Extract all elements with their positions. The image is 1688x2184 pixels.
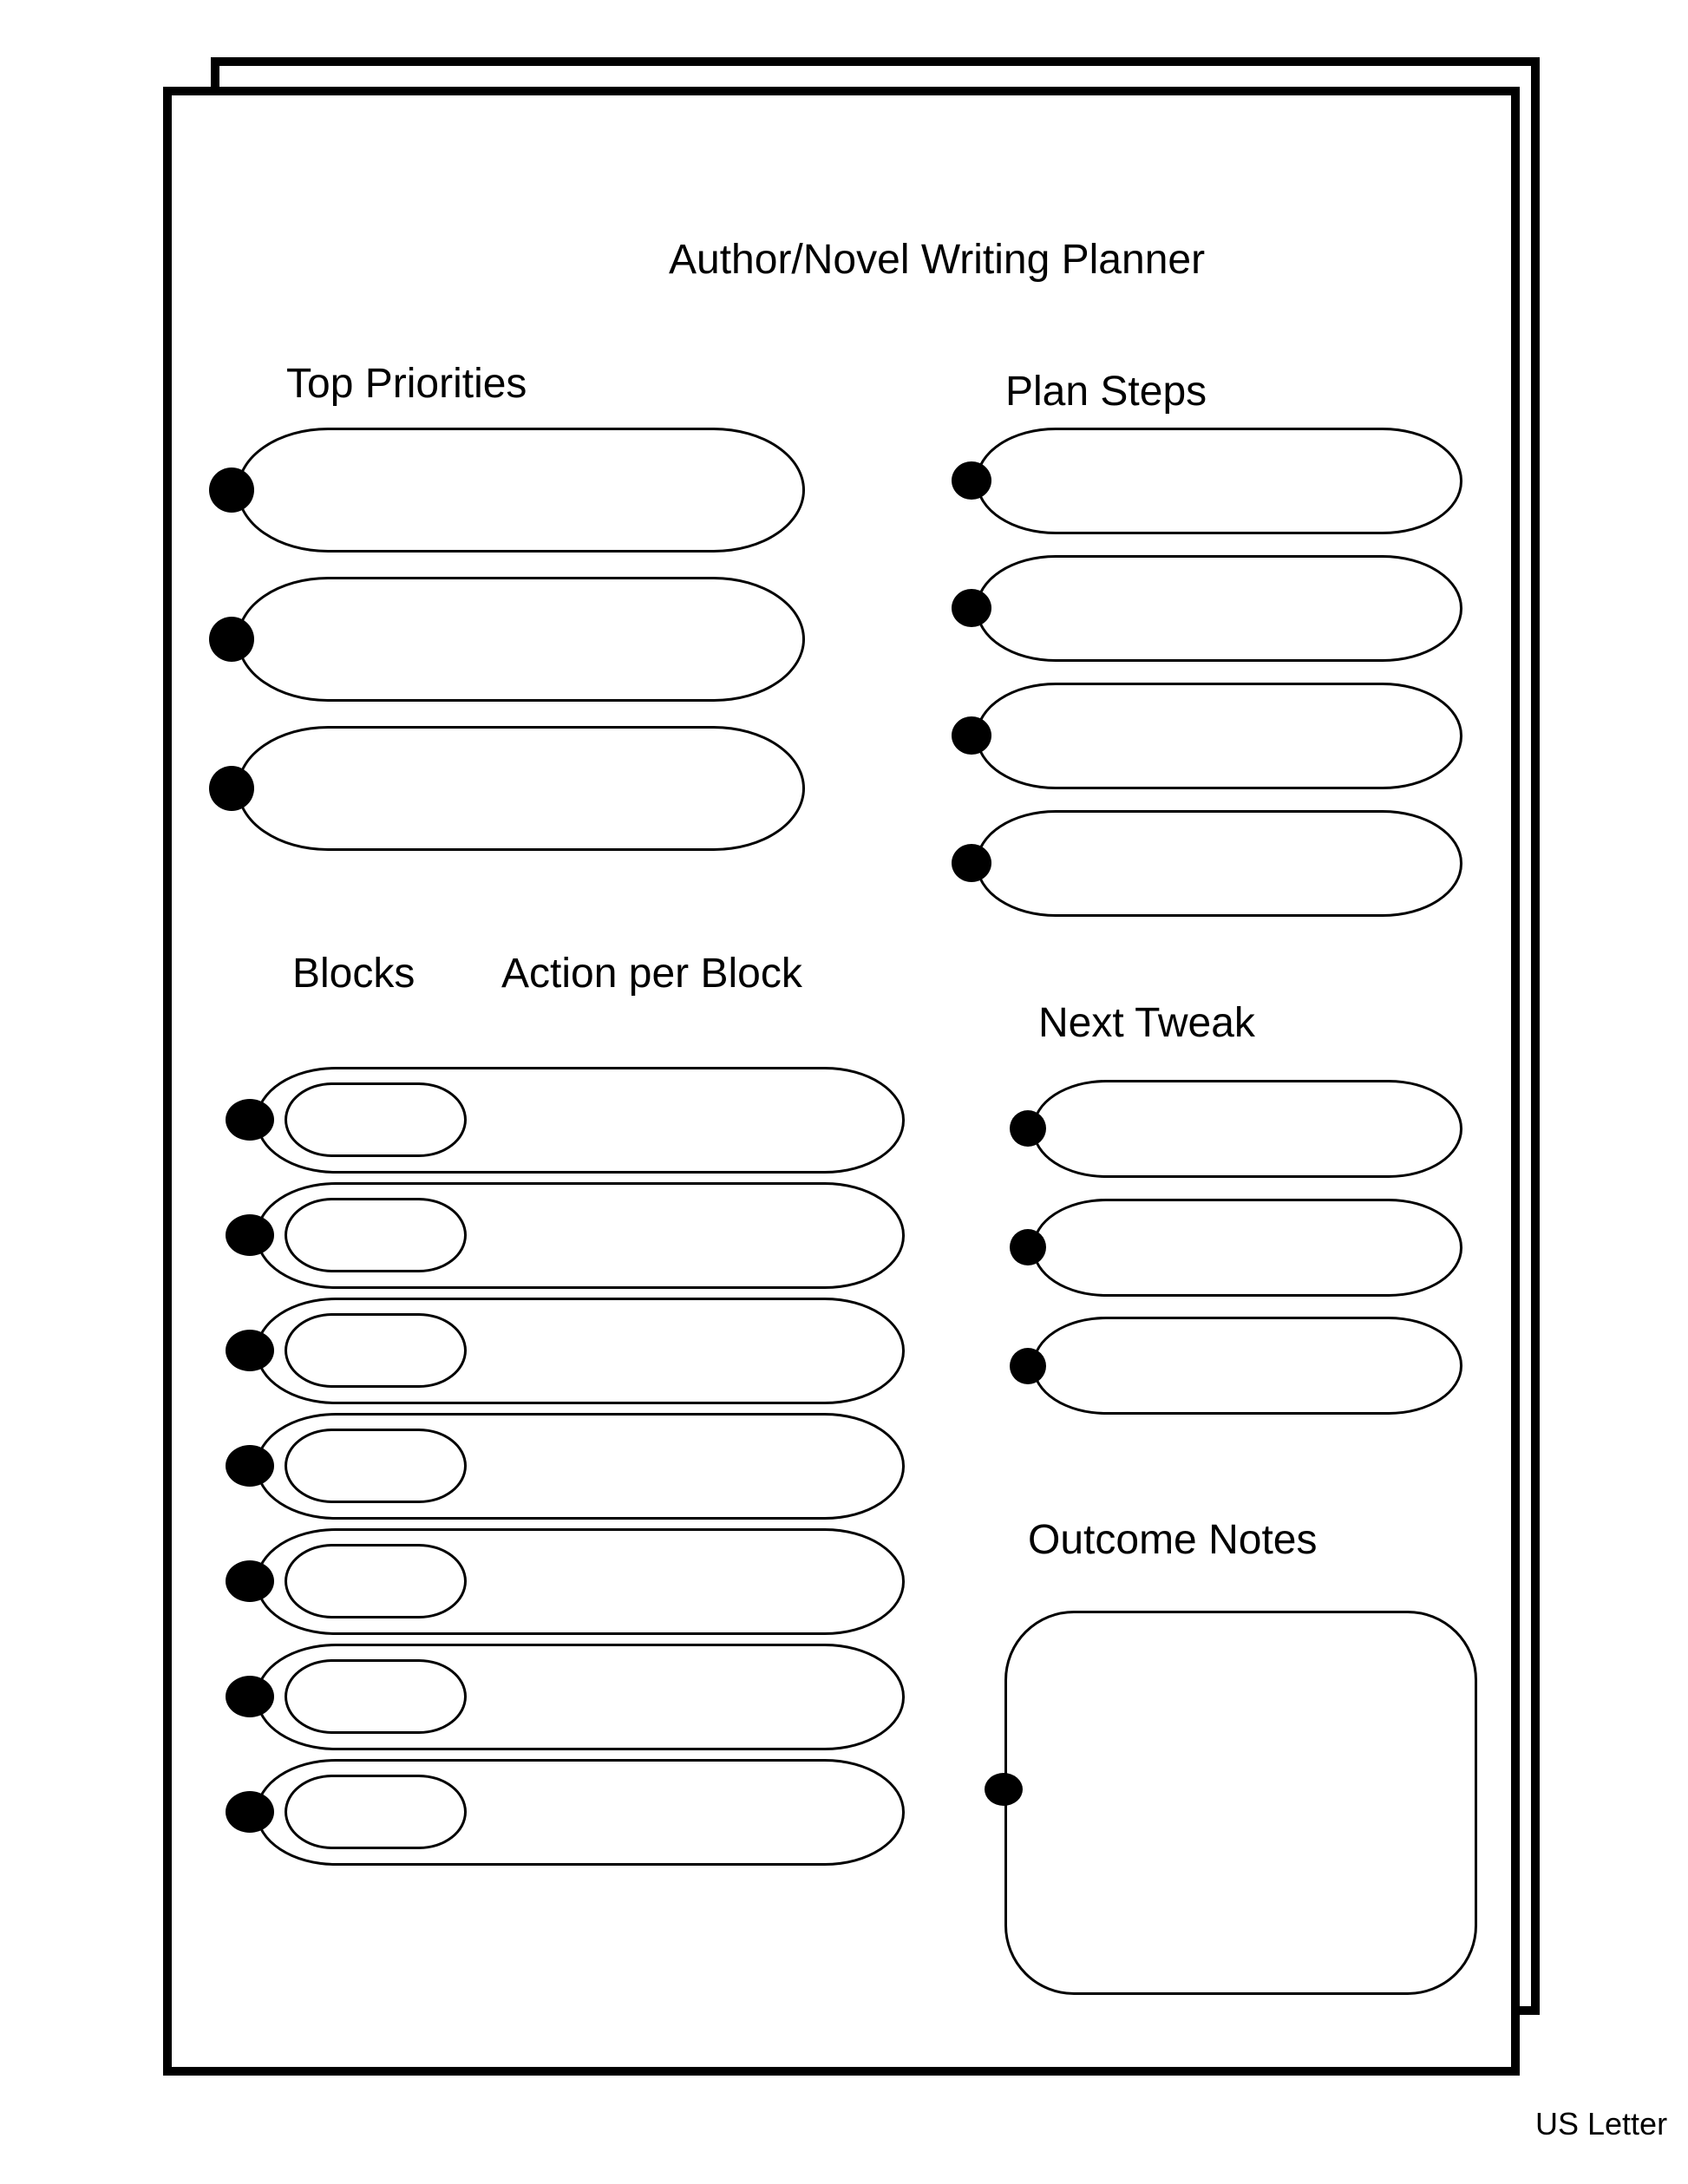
bullet-dot: [209, 766, 254, 811]
blocks-row-5: [256, 1528, 905, 1635]
plan-steps-field-3: [976, 683, 1462, 789]
blocks-row-3-block-field: [285, 1313, 467, 1388]
bullet-dot: [226, 1560, 274, 1602]
section-label-action-per-block: Action per Block: [501, 951, 802, 997]
bullet-dot: [952, 461, 991, 500]
section-label-top-priorities: Top Priorities: [286, 361, 527, 407]
bullet-dot: [985, 1773, 1023, 1806]
bullet-dot: [952, 716, 991, 755]
section-label-blocks: Blocks: [292, 951, 415, 997]
section-label-next-tweak: Next Tweak: [1038, 1000, 1255, 1046]
blocks-row-4: [256, 1413, 905, 1520]
blocks-row-1-block-field: [285, 1082, 467, 1157]
top-priorities-field-2: [237, 577, 805, 702]
top-priorities-field-3: [237, 726, 805, 851]
paper-size-label: US Letter: [1535, 2106, 1668, 2141]
next-tweak-field-3: [1032, 1317, 1462, 1415]
blocks-row-7-block-field: [285, 1775, 467, 1849]
section-label-plan-steps: Plan Steps: [1005, 369, 1207, 415]
blocks-row-6: [256, 1644, 905, 1750]
next-tweak-field-1: [1032, 1080, 1462, 1178]
bullet-dot: [209, 468, 254, 513]
bullet-dot: [952, 589, 991, 627]
plan-steps-field-4: [976, 810, 1462, 917]
blocks-row-5-block-field: [285, 1544, 467, 1618]
blocks-row-6-block-field: [285, 1659, 467, 1734]
bullet-dot: [226, 1445, 274, 1487]
bullet-dot: [209, 617, 254, 662]
bullet-dot: [1010, 1229, 1046, 1265]
plan-steps-field-2: [976, 555, 1462, 662]
bullet-dot: [226, 1791, 274, 1833]
page-title: Author/Novel Writing Planner: [669, 237, 1206, 283]
plan-steps-field-1: [976, 428, 1462, 534]
bullet-dot: [226, 1676, 274, 1717]
blocks-row-7: [256, 1759, 905, 1866]
bullet-dot: [226, 1330, 274, 1371]
outcome-notes-field: [1004, 1611, 1477, 1995]
blocks-row-2-block-field: [285, 1198, 467, 1272]
bullet-dot: [226, 1099, 274, 1141]
top-priorities-field-1: [237, 428, 805, 553]
blocks-row-2: [256, 1182, 905, 1289]
next-tweak-field-2: [1032, 1199, 1462, 1297]
bullet-dot: [952, 844, 991, 882]
bullet-dot: [1010, 1348, 1046, 1384]
blocks-row-3: [256, 1298, 905, 1404]
blocks-row-4-block-field: [285, 1429, 467, 1503]
bullet-dot: [226, 1214, 274, 1256]
bullet-dot: [1010, 1110, 1046, 1147]
blocks-row-1: [256, 1067, 905, 1174]
section-label-outcome-notes: Outcome Notes: [1028, 1517, 1318, 1563]
